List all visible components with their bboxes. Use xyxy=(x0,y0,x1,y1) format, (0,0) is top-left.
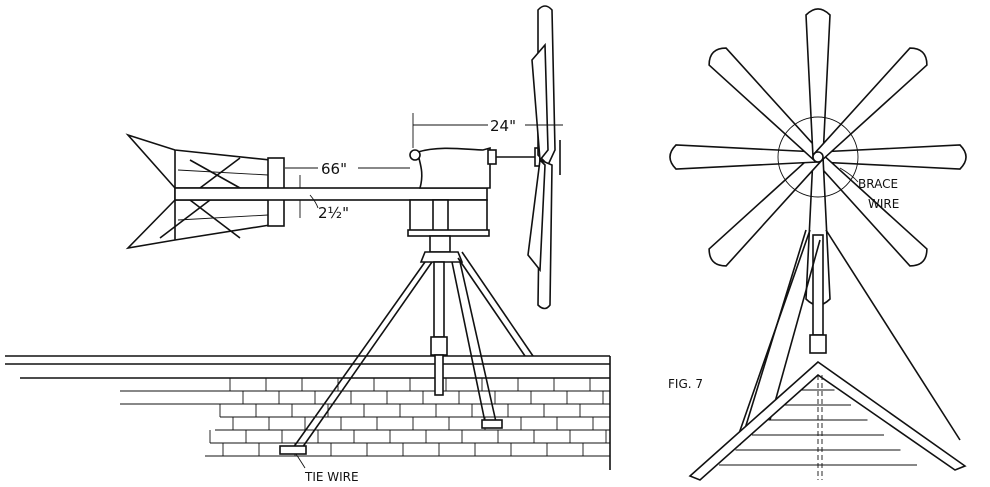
roof-side-view xyxy=(5,355,611,470)
tripod xyxy=(279,235,534,455)
dim-24-label: 24" xyxy=(490,117,516,135)
front-view: BRACE WIRE FIG. 7 xyxy=(668,8,967,481)
dimensions: 24" 66" 2½" xyxy=(285,113,563,222)
propeller-blade xyxy=(817,144,967,170)
figure-label: FIG. 7 xyxy=(668,377,703,391)
bearing-head xyxy=(407,146,545,237)
tie-wire-label: TIE WIRE xyxy=(304,470,359,484)
propeller-blade xyxy=(708,152,823,267)
propeller-blade xyxy=(708,47,823,162)
hub xyxy=(812,151,824,163)
tail-beam xyxy=(174,187,488,201)
brace-label: BRACE xyxy=(858,177,898,191)
brace-wire-circle xyxy=(777,116,859,198)
dim-66-label: 66" xyxy=(321,160,347,178)
wire-label: WIRE xyxy=(868,197,899,211)
propeller-blade xyxy=(805,8,831,158)
propeller-blade xyxy=(813,152,928,267)
propeller-blade xyxy=(813,47,928,162)
propeller-blade xyxy=(669,144,819,170)
dim-2-half-label: 2½" xyxy=(318,204,349,222)
